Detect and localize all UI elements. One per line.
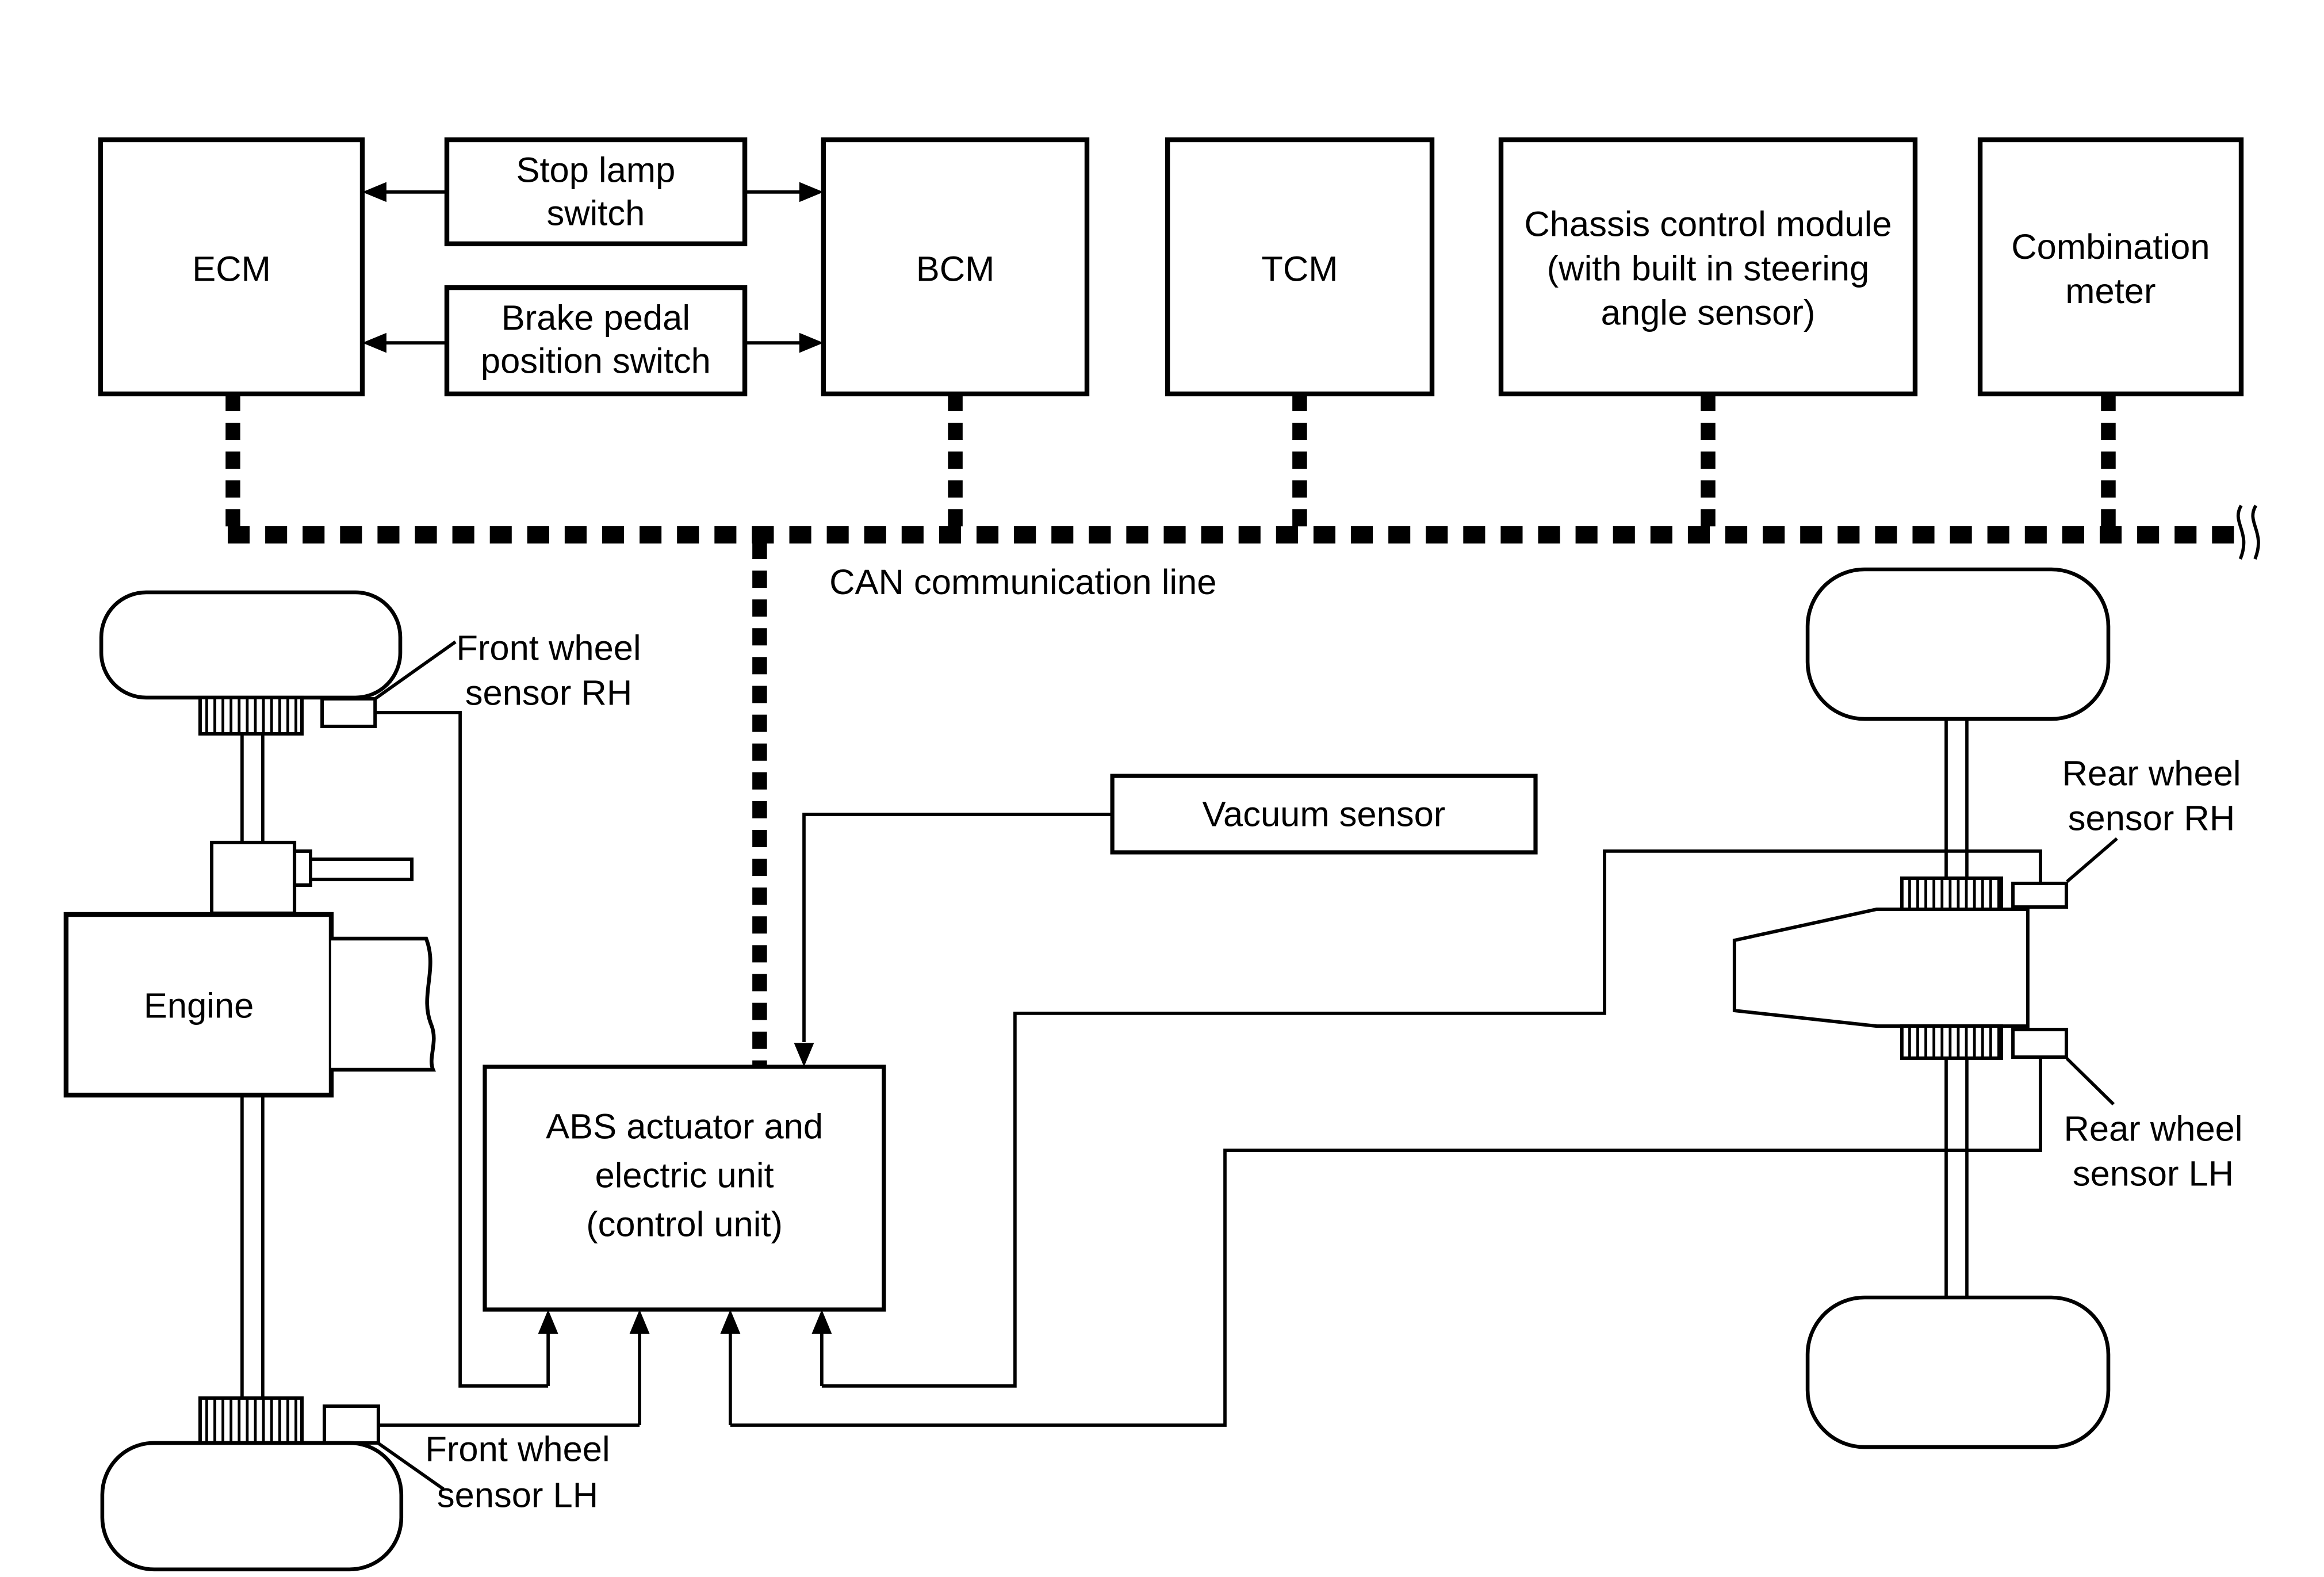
rear-wheel-sensor-lh-box xyxy=(2011,1028,2069,1059)
rear-wheel-sensor-lh-label-1: Rear wheel xyxy=(2063,1109,2242,1149)
brake-pedal-switch-label-2: position switch xyxy=(481,342,711,381)
wire-front-rh-to-abs xyxy=(374,711,549,1388)
arrow-vacuum-into-abs xyxy=(794,1043,814,1067)
callout-line-rear-lh xyxy=(2066,1057,2115,1106)
bus-break-squiggle-1 xyxy=(2237,504,2246,560)
front-wheel-rh-tire xyxy=(99,590,403,700)
wire-rear-lh-to-abs xyxy=(730,1057,2042,1427)
rear-wheel-lh-tire xyxy=(1805,1295,2111,1449)
front-wheel-lh-tire xyxy=(100,1441,404,1572)
chassis-label-2: (with built in steering xyxy=(1547,249,1870,289)
front-wheel-sensor-rh-label-1: Front wheel xyxy=(456,629,641,668)
rear-lh-sensor-rotor xyxy=(1900,1024,2004,1060)
vacuum-sensor-label: Vacuum sensor xyxy=(1203,795,1446,835)
joint-connector xyxy=(293,849,312,887)
tcm-box xyxy=(1165,137,1435,397)
engine-label: Engine xyxy=(144,986,254,1026)
front-wheel-sensor-lh-label-1: Front wheel xyxy=(425,1430,610,1469)
chassis-control-module-box xyxy=(1498,137,1918,397)
rear-differential-housing xyxy=(1732,908,2030,1028)
callout-line-front-lh xyxy=(377,1442,445,1491)
rear-rh-axle-shaft xyxy=(1944,719,1969,878)
stop-lamp-switch-label-1: Stop lamp xyxy=(516,151,675,190)
front-wheel-sensor-rh-box xyxy=(320,697,377,728)
callout-line-rear-rh xyxy=(2066,837,2118,883)
front-wheel-sensor-lh-label-2: sensor LH xyxy=(437,1476,598,1515)
rear-rh-sensor-rotor xyxy=(1900,876,2004,911)
vacuum-sensor-box xyxy=(1110,774,1538,855)
rear-wheel-sensor-rh-label-2: sensor RH xyxy=(2068,798,2235,838)
rear-wheel-sensor-rh-label-1: Rear wheel xyxy=(2062,753,2241,793)
transmission-outline xyxy=(331,936,436,1072)
arrow-stop-lamp-into-ecm xyxy=(362,182,386,202)
brake-pedal-switch-box xyxy=(444,285,748,397)
rear-wheel-rh-tire xyxy=(1805,567,2111,721)
wire-rear-rh-to-abs xyxy=(821,849,2042,1388)
abs-label-3: (control unit) xyxy=(586,1204,783,1244)
bcm-box xyxy=(821,137,1090,397)
arrow-front-rh-into-abs xyxy=(538,1310,558,1334)
transfer-joint-box xyxy=(210,840,297,915)
arrow-front-lh-into-abs xyxy=(629,1310,650,1334)
arrow-rear-rh-into-abs xyxy=(811,1310,832,1334)
combination-meter-label-1: Combination xyxy=(2011,227,2210,267)
front-lh-axle-shaft xyxy=(240,1095,265,1398)
ecm-box xyxy=(98,137,365,397)
front-lh-sensor-rotor xyxy=(198,1396,304,1445)
arrow-stop-lamp-into-bcm xyxy=(799,182,824,202)
arrow-brake-pedal-into-bcm xyxy=(799,332,824,353)
combination-meter-label-2: meter xyxy=(2065,271,2155,311)
wire-vacuum-to-abs xyxy=(802,813,1113,1042)
tcm-label: TCM xyxy=(1261,250,1338,289)
stop-lamp-switch-label-2: switch xyxy=(546,194,645,234)
front-rh-axle-shaft xyxy=(240,733,265,843)
abs-label-1: ABS actuator and xyxy=(546,1107,823,1147)
can-bus-label: CAN communication line xyxy=(829,562,1216,602)
front-wheel-sensor-rh-label-2: sensor RH xyxy=(465,673,633,713)
chassis-label-3: angle sensor) xyxy=(1601,293,1816,333)
front-wheel-sensor-lh-box xyxy=(323,1404,380,1445)
arrow-rear-lh-into-abs xyxy=(720,1310,741,1334)
rear-wheel-sensor-lh-label-2: sensor LH xyxy=(2073,1154,2234,1193)
arrow-brake-pedal-into-ecm xyxy=(362,332,386,353)
chassis-label-1: Chassis control module xyxy=(1524,205,1892,244)
ecm-label: ECM xyxy=(192,250,271,289)
drive-shaft-bar xyxy=(309,858,414,882)
rear-wheel-sensor-rh-box xyxy=(2011,882,2069,909)
abs-label-2: electric unit xyxy=(595,1155,774,1195)
bus-break-squiggle-2 xyxy=(2251,504,2260,560)
engine-box xyxy=(63,912,334,1098)
brake-pedal-switch-label-1: Brake pedal xyxy=(501,298,690,338)
bcm-label: BCM xyxy=(916,250,995,289)
abs-actuator-box xyxy=(483,1065,886,1312)
front-rh-sensor-rotor xyxy=(198,695,304,736)
callout-line-front-rh xyxy=(374,640,457,701)
rear-lh-axle-shaft xyxy=(1944,1058,1969,1297)
combination-meter-box xyxy=(1977,137,2244,397)
